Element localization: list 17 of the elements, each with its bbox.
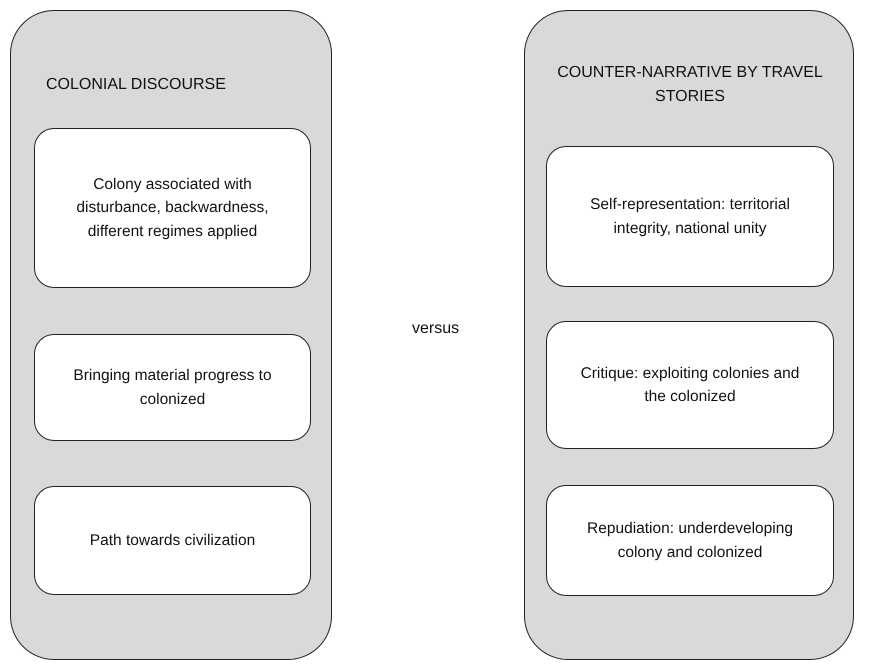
group-panel	[524, 10, 854, 660]
statement-box	[34, 334, 311, 441]
statement-text: Critique: exploiting colonies and the colonized	[580, 364, 800, 407]
panel-heading: COUNTER-NARRATIVE BY TRAVEL STORIES	[556, 63, 824, 107]
statement-box	[34, 486, 311, 595]
statement-text: Bringing material progress to colonized	[72, 366, 273, 410]
group-panel	[10, 10, 332, 660]
versus-label: versus	[412, 320, 460, 338]
statement-text: Repudiation: underdeveloping colony and colonized	[586, 519, 794, 562]
statement-box	[546, 485, 834, 596]
statement-text: Colony associated with disturbance, backwardness, different regimes applied	[75, 175, 270, 242]
panel-heading: COLONIAL DISCOURSE	[46, 75, 227, 95]
statement-box	[546, 146, 834, 287]
statement-box	[34, 128, 311, 288]
statement-text: Self-representation: territorial integrity, national unity	[589, 195, 791, 238]
statement-box	[546, 321, 834, 449]
statement-text: Path towards civilization	[88, 530, 256, 551]
